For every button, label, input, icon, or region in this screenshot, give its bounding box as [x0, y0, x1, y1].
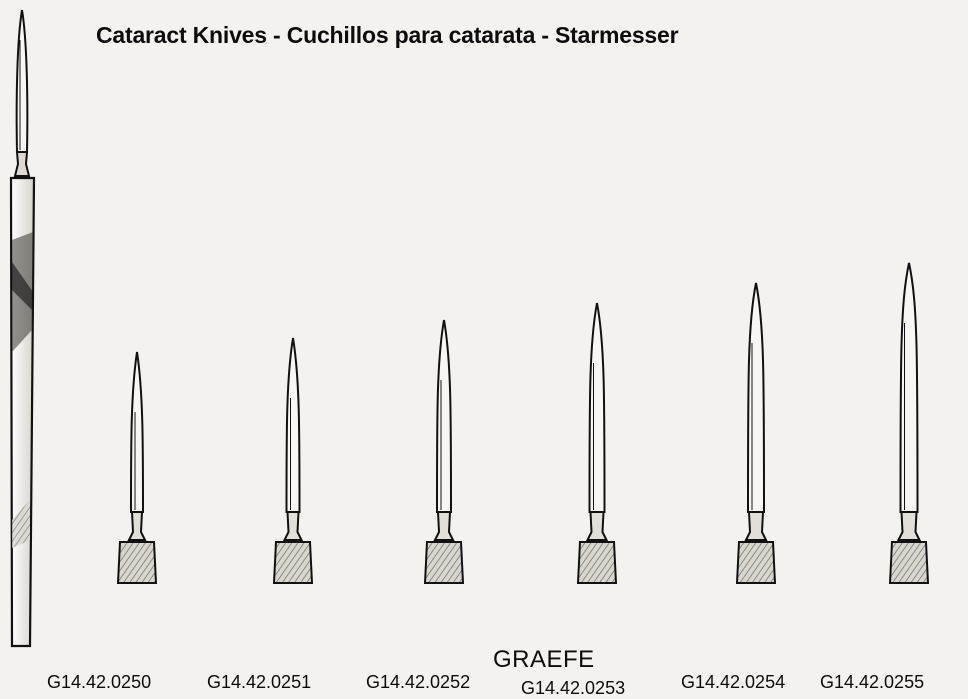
knife-row	[116, 262, 930, 584]
knife-0253	[576, 302, 618, 584]
knife-blade	[435, 319, 453, 513]
knife-0254	[735, 282, 777, 584]
knife-neck	[585, 511, 609, 541]
knife-neck	[127, 511, 147, 541]
product-code-0253: G14.42.0253	[521, 678, 626, 698]
full-knife-illustration	[9, 9, 36, 648]
knife-handle	[576, 541, 618, 584]
knife-blade	[588, 302, 606, 513]
product-code-0250: G14.42.0250	[47, 672, 152, 692]
product-code-0255: G14.42.0255	[820, 672, 925, 692]
knife-blade	[746, 282, 766, 513]
knife-handle	[116, 541, 158, 584]
series-label: GRAEFE	[493, 646, 595, 673]
knife-blade	[899, 262, 919, 513]
knife-handle	[272, 541, 314, 584]
knife-handle	[735, 541, 777, 584]
product-code-0252: G14.42.0252	[366, 672, 471, 692]
knife-neck	[433, 511, 455, 541]
knife-neck	[896, 511, 922, 541]
knife-neck	[282, 511, 304, 541]
knife-blade	[285, 337, 301, 513]
page-title: Cataract Knives - Cuchillos para catarat…	[96, 22, 679, 48]
knife-0250	[116, 351, 158, 584]
knife-blade	[129, 351, 145, 513]
knife-0255	[888, 262, 930, 584]
knife-handle	[423, 541, 465, 584]
knife-handle	[888, 541, 930, 584]
knife-0252	[423, 319, 465, 584]
product-code-0251: G14.42.0251	[207, 672, 312, 692]
product-code-0254: G14.42.0254	[681, 672, 786, 692]
knife-neck	[744, 511, 768, 541]
knife-0251	[272, 337, 314, 584]
